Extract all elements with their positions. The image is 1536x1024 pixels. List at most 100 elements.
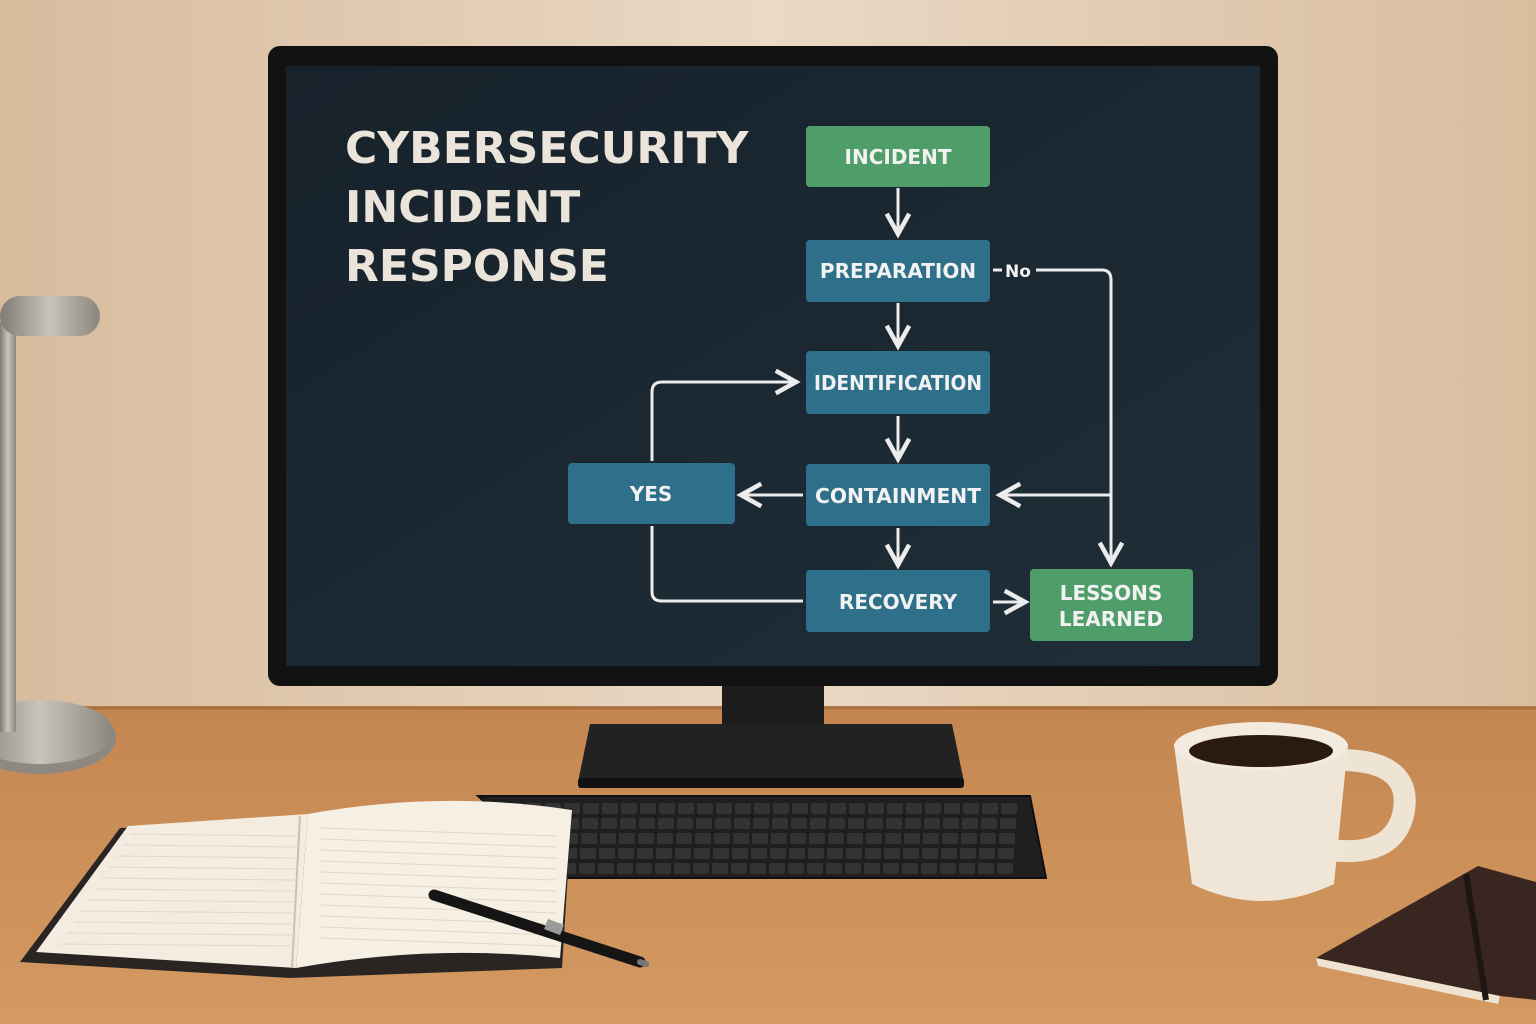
line-yes-to-recovery: [650, 526, 803, 603]
ruled-line: [319, 827, 557, 837]
keyboard-key: [865, 848, 881, 859]
closed-notebook: [1316, 866, 1536, 1004]
keyboard-key: [811, 803, 827, 814]
keyboard-key: [752, 833, 768, 844]
open-notebook: [20, 800, 572, 978]
node-yes-label: YES: [629, 482, 673, 506]
keyboard-key: [904, 833, 920, 844]
keyboard-key: [845, 863, 861, 874]
keyboard-key: [963, 803, 979, 814]
keyboard-key: [602, 803, 618, 814]
keyboard-key: [715, 818, 731, 829]
keyboard-key: [619, 833, 635, 844]
keyboard-key: [941, 848, 957, 859]
line-no-branch: [1036, 268, 1113, 495]
keyboard-key: [792, 803, 808, 814]
pen: [428, 889, 649, 968]
keyboard-key: [789, 848, 805, 859]
keyboard-key: [773, 803, 789, 814]
keyboard-key: [753, 818, 769, 829]
monitor-screen: [286, 66, 1260, 666]
coffee-mug: [1174, 722, 1416, 901]
title-line-3: RESPONSE: [345, 241, 609, 292]
keyboard-key: [638, 833, 654, 844]
node-yes: YES: [568, 463, 735, 524]
keyboard-key: [979, 848, 995, 859]
keyboard-key: [714, 833, 730, 844]
ruled-line: [319, 838, 557, 848]
node-preparation: PREPARATION: [806, 240, 990, 302]
arrow-yes-to-identification: [650, 382, 796, 461]
keyboard-key: [659, 803, 675, 814]
keyboard-key: [732, 848, 748, 859]
ruled-line: [319, 937, 557, 947]
ruled-line: [73, 921, 297, 925]
keyboard-key: [905, 818, 921, 829]
ruled-line: [66, 932, 297, 936]
ruled-line: [115, 855, 297, 859]
screen-title: CYBERSECURITY INCIDENT RESPONSE: [345, 123, 750, 292]
ruled-line: [319, 904, 557, 914]
ruled-line: [319, 882, 557, 892]
keyboard-key: [867, 818, 883, 829]
node-identification-label: IDENTIFICATION: [814, 371, 982, 395]
keyboard-key: [791, 818, 807, 829]
keyboard-key: [830, 803, 846, 814]
node-recovery: RECOVERY: [806, 570, 990, 632]
keyboard-key: [731, 863, 747, 874]
keyboard-key: [697, 803, 713, 814]
ruled-line: [319, 926, 557, 936]
keyboard-key: [866, 833, 882, 844]
keyboard-key: [1001, 803, 1017, 814]
keyboard-key: [885, 833, 901, 844]
node-containment-label: CONTAINMENT: [815, 484, 981, 508]
keyboard-key: [808, 848, 824, 859]
ruled-line: [108, 866, 297, 870]
keyboard-key: [981, 818, 997, 829]
keyboard-key: [848, 818, 864, 829]
keyboard-key: [942, 833, 958, 844]
keyboard-key: [583, 803, 599, 814]
node-identification: IDENTIFICATION: [806, 351, 990, 414]
keyboard-key: [582, 818, 598, 829]
keyboard-key: [998, 848, 1014, 859]
ruled-line: [129, 833, 297, 837]
keyboard-key: [639, 818, 655, 829]
keyboard-key: [712, 863, 728, 874]
node-preparation-label: PREPARATION: [820, 259, 976, 283]
keyboard-key: [980, 833, 996, 844]
keyboard-key: [658, 818, 674, 829]
keyboard-key: [903, 848, 919, 859]
keyboard-key: [884, 848, 900, 859]
keyboard-key: [1000, 818, 1016, 829]
keyboard-key: [902, 863, 918, 874]
keyboard-key: [943, 818, 959, 829]
keyboard-key: [771, 833, 787, 844]
keyboard-key: [772, 818, 788, 829]
keyboard-key: [923, 833, 939, 844]
keyboard-key: [887, 803, 903, 814]
keyboard-key: [713, 848, 729, 859]
keyboard-key: [868, 803, 884, 814]
title-line-2: INCIDENT: [345, 182, 580, 233]
keyboard-key: [674, 863, 690, 874]
node-lessons-learned: LESSONS LEARNED: [1030, 569, 1193, 641]
keyboard-key: [846, 848, 862, 859]
keyboard-key: [788, 863, 804, 874]
keyboard-key: [735, 803, 751, 814]
ruled-line: [87, 899, 297, 903]
title-line-1: CYBERSECURITY: [345, 123, 750, 174]
ruled-line: [94, 888, 297, 892]
keyboard-key: [997, 863, 1013, 874]
keyboard-key: [827, 848, 843, 859]
keyboard-key: [810, 818, 826, 829]
keyboard-key: [601, 818, 617, 829]
keyboard-key: [678, 803, 694, 814]
keyboard-key: [847, 833, 863, 844]
keyboard-key: [906, 803, 922, 814]
keyboard-key: [769, 863, 785, 874]
keyboard: [475, 795, 1048, 879]
keyboard-key: [961, 833, 977, 844]
keyboard-key: [751, 848, 767, 859]
